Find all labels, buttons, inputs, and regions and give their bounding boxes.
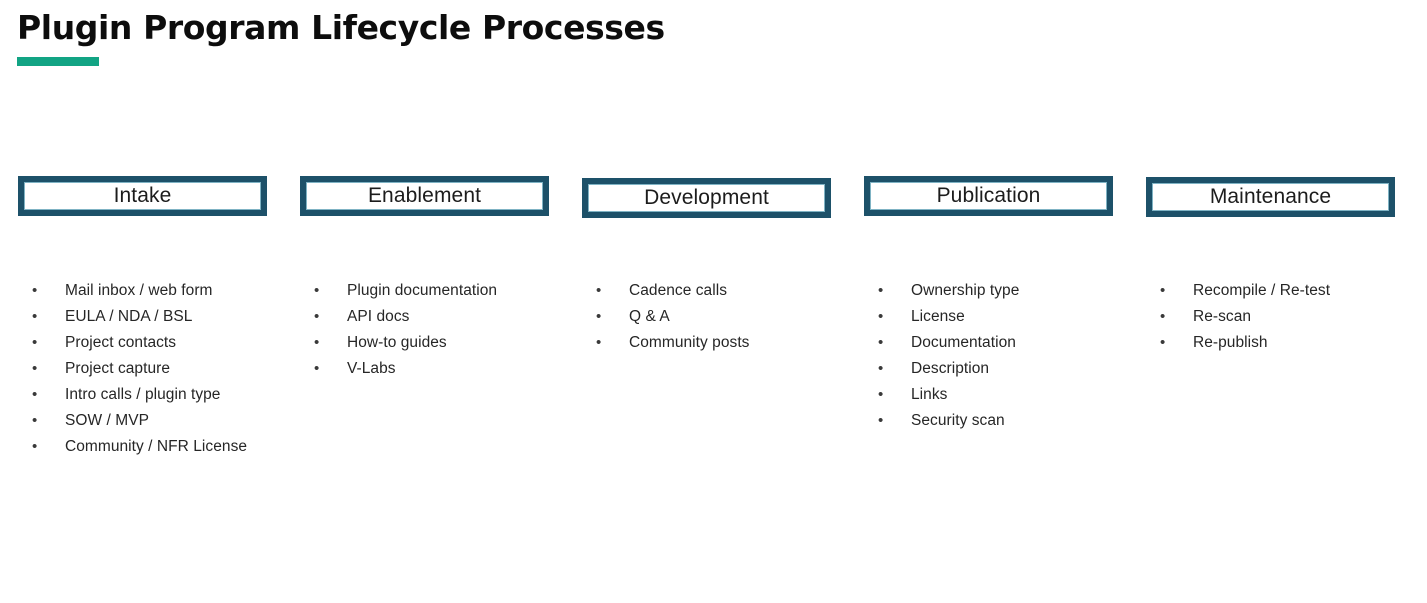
stage-list-enablement: • Plugin documentation • API docs • How-… (300, 278, 590, 382)
list-item-label: Recompile / Re-test (1193, 282, 1331, 299)
list-item-label: EULA / NDA / BSL (65, 308, 193, 325)
list-item: • Community posts (582, 330, 872, 356)
bullet-icon: • (314, 282, 320, 299)
list-item: • SOW / MVP (18, 408, 308, 434)
bullet-icon: • (32, 282, 38, 299)
bullet-icon: • (878, 360, 884, 377)
list-item-label: Re-publish (1193, 334, 1268, 351)
bullet-icon: • (314, 308, 320, 325)
list-item-label: Links (911, 386, 948, 403)
list-item-label: Community posts (629, 334, 750, 351)
list-item-label: Ownership type (911, 282, 1020, 299)
bullet-icon: • (1160, 282, 1166, 299)
stage-header-inner: Maintenance (1152, 183, 1389, 211)
stage-list-publication: • Ownership type • License • Documentati… (864, 278, 1154, 434)
stage-header-label: Maintenance (1209, 185, 1332, 208)
bullet-icon: • (32, 386, 38, 403)
list-item: • Re-publish (1146, 330, 1427, 356)
list-item-label: Project contacts (65, 334, 177, 351)
list-item: • Intro calls / plugin type (18, 382, 308, 408)
list-item-label: Mail inbox / web form (65, 282, 213, 299)
page-title: Plugin Program Lifecycle Processes (17, 8, 665, 47)
list-item: • Project capture (18, 356, 308, 382)
bullet-icon: • (878, 386, 884, 403)
stage-header-inner: Intake (24, 182, 261, 210)
list-item: • Q & A (582, 304, 872, 330)
stage-header-inner: Development (588, 184, 825, 212)
list-item-label: Security scan (911, 412, 1005, 429)
bullet-icon: • (32, 360, 38, 377)
list-item: • Plugin documentation (300, 278, 590, 304)
bullet-icon: • (32, 412, 38, 429)
list-item: • Re-scan (1146, 304, 1427, 330)
stage-list-intake: • Mail inbox / web form • EULA / NDA / B… (18, 278, 308, 460)
list-item-label: Project capture (65, 360, 170, 377)
bullet-icon: • (314, 334, 320, 351)
title-block: Plugin Program Lifecycle Processes (17, 8, 1217, 66)
list-item: • Links (864, 382, 1154, 408)
bullet-icon: • (32, 334, 38, 351)
stage-header-inner: Enablement (306, 182, 543, 210)
list-item: • Recompile / Re-test (1146, 278, 1427, 304)
bullet-icon: • (878, 282, 884, 299)
stage-header-enablement[interactable]: Enablement (300, 176, 549, 216)
list-item: • Cadence calls (582, 278, 872, 304)
title-accent-bar (17, 57, 99, 66)
list-item: • Documentation (864, 330, 1154, 356)
list-item: • V-Labs (300, 356, 590, 382)
stage-header-inner: Publication (870, 182, 1107, 210)
list-item-label: Re-scan (1193, 308, 1252, 325)
stage-header-label: Publication (936, 184, 1041, 207)
bullet-icon: • (878, 412, 884, 429)
list-item: • EULA / NDA / BSL (18, 304, 308, 330)
list-item-label: Intro calls / plugin type (65, 386, 221, 403)
list-item: • Mail inbox / web form (18, 278, 308, 304)
bullet-icon: • (314, 360, 320, 377)
list-item-label: Description (911, 360, 990, 377)
stage-header-label: Enablement (367, 184, 482, 207)
bullet-icon: • (1160, 308, 1166, 325)
stage-header-intake[interactable]: Intake (18, 176, 267, 216)
list-item-label: Plugin documentation (347, 282, 498, 299)
stage-list-maintenance: • Recompile / Re-test • Re-scan • Re-pub… (1146, 278, 1427, 356)
stage-header-maintenance[interactable]: Maintenance (1146, 177, 1395, 217)
bullet-icon: • (1160, 334, 1166, 351)
list-item-label: V-Labs (347, 360, 396, 377)
list-item: • How-to guides (300, 330, 590, 356)
list-item: • Description (864, 356, 1154, 382)
list-item-label: Documentation (911, 334, 1016, 351)
bullet-icon: • (596, 334, 602, 351)
bullet-icon: • (32, 308, 38, 325)
bullet-icon: • (878, 334, 884, 351)
bullet-icon: • (596, 308, 602, 325)
list-item: • Project contacts (18, 330, 308, 356)
list-item: • Community / NFR License (18, 434, 308, 460)
list-item: • Ownership type (864, 278, 1154, 304)
list-item-label: Cadence calls (629, 282, 728, 299)
list-item-label: Community / NFR License (65, 438, 248, 455)
list-item-label: Q & A (629, 308, 670, 325)
list-item-label: SOW / MVP (65, 412, 149, 429)
list-item: • License (864, 304, 1154, 330)
stage-header-label: Intake (113, 184, 172, 207)
bullet-icon: • (596, 282, 602, 299)
list-item-label: How-to guides (347, 334, 447, 351)
list-item: • API docs (300, 304, 590, 330)
list-item-label: License (911, 308, 965, 325)
bullet-icon: • (32, 438, 38, 455)
stage-header-label: Development (644, 186, 769, 209)
list-item: • Security scan (864, 408, 1154, 434)
list-item-label: API docs (347, 308, 410, 325)
bullet-icon: • (878, 308, 884, 325)
stage-header-publication[interactable]: Publication (864, 176, 1113, 216)
stage-header-development[interactable]: Development (582, 178, 831, 218)
stage-list-development: • Cadence calls • Q & A • Community post… (582, 278, 872, 356)
